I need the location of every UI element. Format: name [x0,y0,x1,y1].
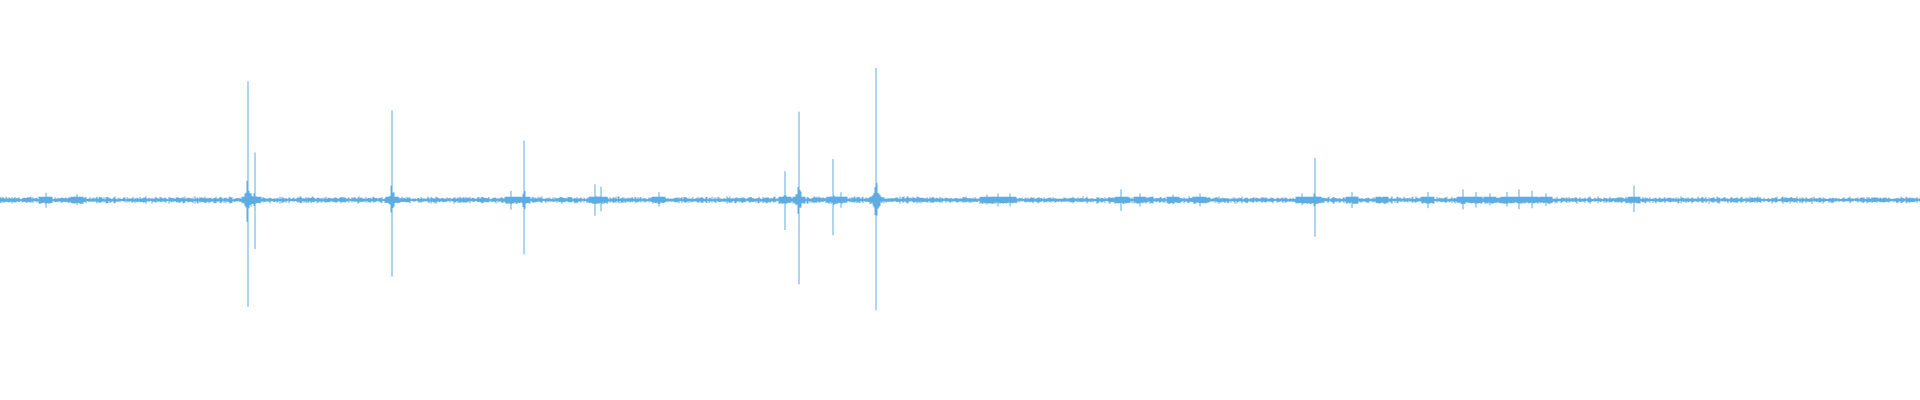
spike-stroke [1114,189,1128,211]
waveform-spike [834,192,848,208]
waveform-spike [70,194,84,205]
spike-stroke [1525,190,1539,209]
waveform-spike [1483,193,1497,206]
spike-stroke [1003,193,1017,207]
waveform-spike [869,68,883,311]
waveform-spike [594,186,608,212]
waveform-spike [1295,193,1309,206]
waveform-spike [980,194,994,205]
waveform-spike [1375,196,1389,204]
waveform-spike [652,192,666,207]
spike-stroke [1345,192,1359,208]
waveform-spike [1539,193,1553,206]
waveform-spike [1166,194,1180,205]
spike-stroke [1627,185,1641,212]
spike-stroke [248,152,262,249]
spike-stroke [39,192,53,208]
spike-stroke [778,171,792,230]
waveform-spike [1500,192,1514,207]
spike-stroke [1512,189,1526,210]
waveform-spike [1193,193,1207,207]
waveform-spike [1469,192,1483,208]
spike-stroke [594,186,608,212]
spike-stroke [792,111,806,285]
spike-stroke [1308,157,1322,237]
waveform-spike [1133,193,1147,207]
waveform-spike [504,190,518,210]
spike-stroke [1166,194,1180,205]
waveform-spike [1421,192,1435,209]
waveform-spike [1114,189,1128,211]
waveform-spike [1525,190,1539,209]
spike-stroke [1295,193,1309,206]
waveform-spike [1308,157,1322,237]
spike-stroke [1133,193,1147,207]
waveform-spike [517,140,531,255]
spike-stroke [1539,193,1553,206]
spike-stroke [834,192,848,208]
spike-stroke [1456,189,1470,210]
waveform-spike [991,193,1005,207]
spike-stroke [869,68,883,311]
spike-stroke [1469,192,1483,208]
spike-stroke [980,194,994,205]
spike-stroke [991,193,1005,207]
spike-stroke [1375,196,1389,204]
spike-stroke [1193,193,1207,207]
waveform-spike [1003,193,1017,207]
spike-stroke [504,190,518,210]
spike-stroke [1483,193,1497,206]
spike-stroke [241,81,255,307]
waveform-spike [1512,189,1526,210]
waveform-spike [778,171,792,230]
waveform-spike [1345,192,1359,208]
spike-stroke [1500,192,1514,207]
waveform-spike [1627,185,1641,212]
waveform-spike [248,152,262,249]
spike-stroke [385,110,399,277]
spike-stroke [1421,192,1435,209]
waveform-spike [792,111,806,285]
spike-stroke [70,194,84,205]
waveform-spike [1456,189,1470,210]
waveform-spike [39,192,53,208]
waveform-spike [241,81,255,307]
spike-stroke [652,192,666,207]
waveform-spike [385,110,399,277]
spike-stroke [517,140,531,255]
